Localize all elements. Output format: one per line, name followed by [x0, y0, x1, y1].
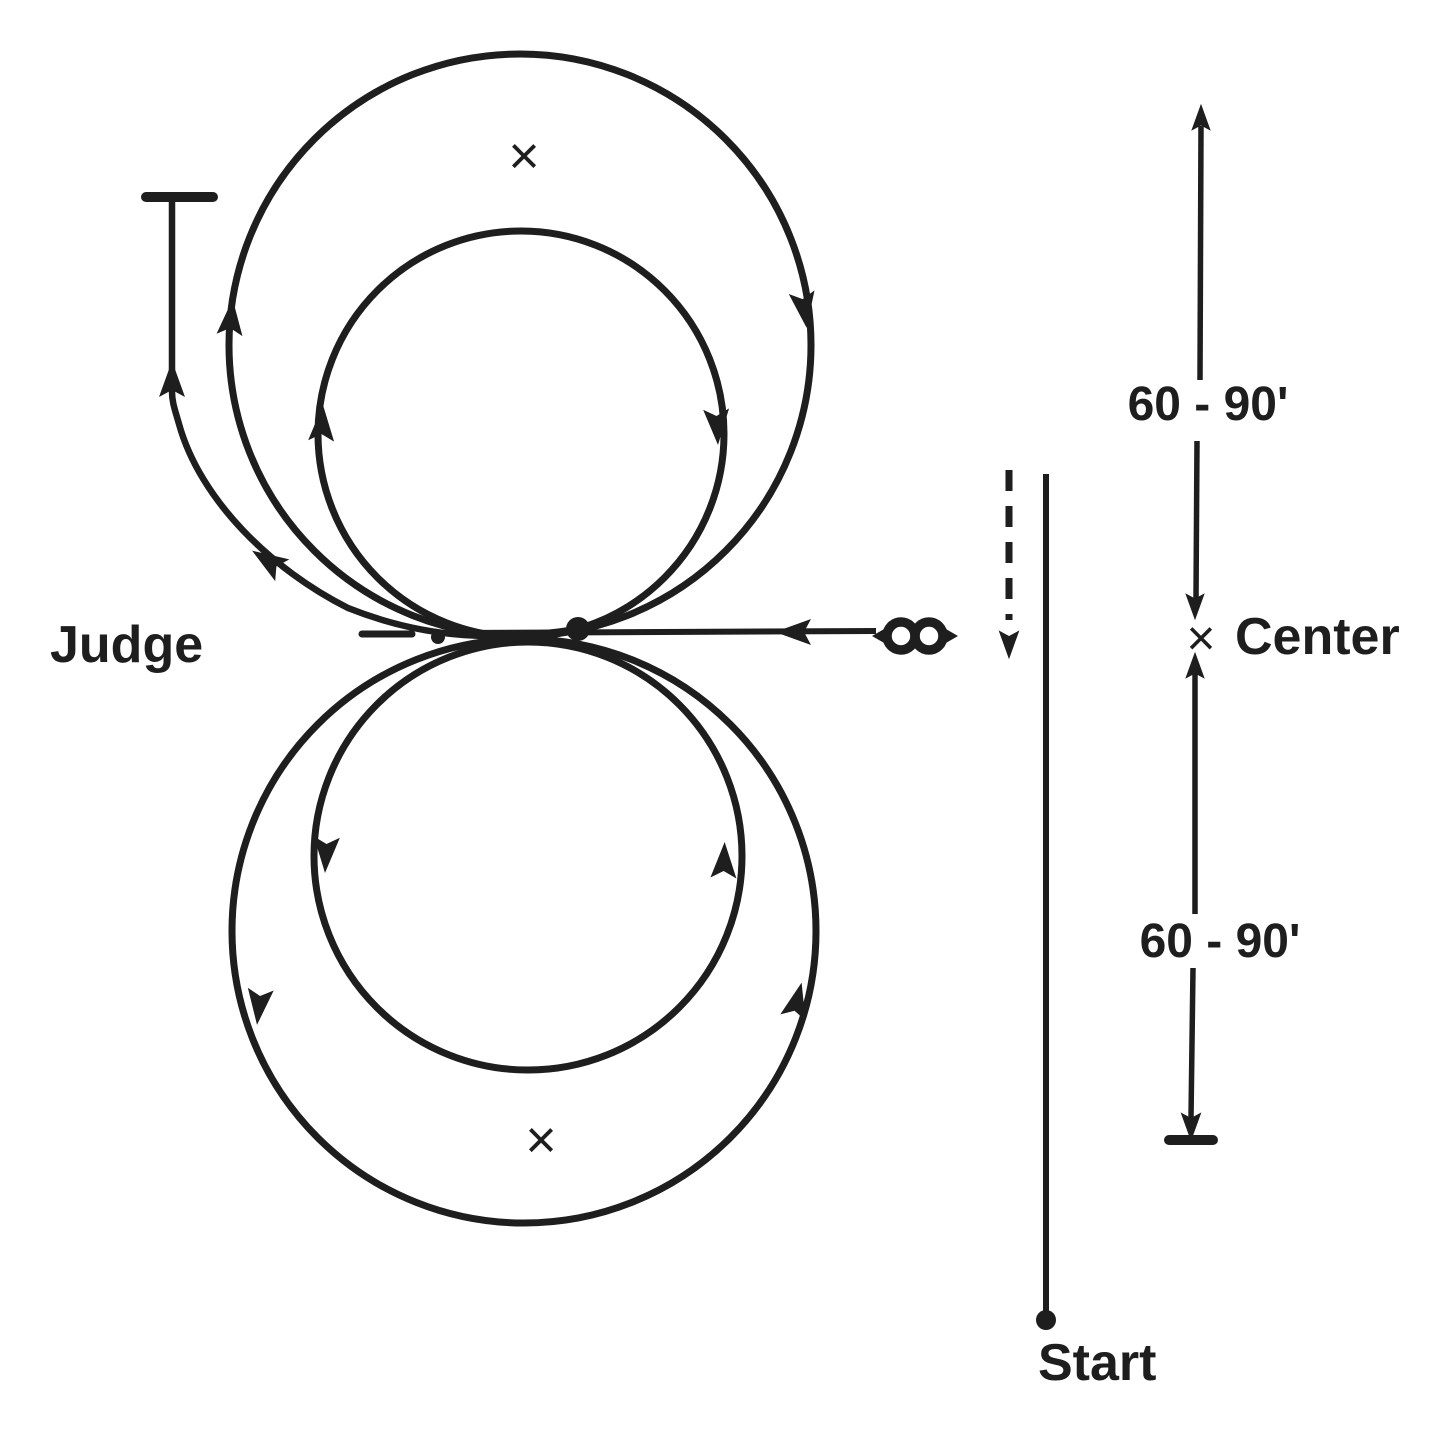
direction-arrow-entry-line — [775, 619, 811, 645]
top-inner-circle — [314, 227, 728, 641]
direction-arrow-exit-curve — [252, 550, 290, 582]
bottom-inner-circle — [310, 638, 746, 1074]
bottom-circle-x-marker: × — [525, 1110, 557, 1170]
direction-arrow-bottom-inner-left — [313, 836, 340, 873]
direction-arrow-bottom-outer-left — [247, 987, 274, 1025]
top-distance-label: 60 - 90' — [1128, 378, 1289, 431]
pattern-labels: Judge Start Center × × × 60 - 90' 60 - 9… — [50, 126, 1400, 1392]
bottom-distance-arrow-up — [1185, 651, 1205, 679]
bottom-distance-arrow-down — [1180, 1112, 1202, 1142]
bottom-distance-line-lower — [1188, 967, 1196, 1119]
horse-and-rider-icon — [939, 625, 958, 647]
direction-arrow-top-outer-right — [788, 290, 815, 328]
judge-label: Judge — [50, 616, 203, 674]
center-x-marker: × — [1186, 610, 1215, 666]
direction-arrow-top-inner-right — [703, 408, 730, 445]
center-label: Center — [1235, 608, 1400, 666]
entry-line — [454, 628, 877, 636]
direction-arrow-top-inner-left — [308, 405, 335, 442]
bottom-distance-label: 60 - 90' — [1140, 915, 1301, 968]
top-distance-line-lower — [1193, 440, 1200, 600]
junction-side-dot — [431, 630, 445, 644]
direction-arrow-bottom-inner-right — [710, 842, 737, 879]
top-distance-arrow-up — [1191, 103, 1211, 131]
direction-arrow-exit-line — [159, 361, 185, 397]
horse-and-rider-icon — [910, 617, 948, 655]
start-label: Start — [1038, 1334, 1156, 1392]
top-distance-line-upper — [1197, 125, 1204, 381]
top-distance-arrow-down — [1185, 593, 1205, 621]
direction-arrow-top-outer-left — [216, 299, 243, 337]
direction-arrow-bottom-outer-right — [780, 982, 806, 1021]
top-circle-x-marker: × — [508, 126, 540, 186]
pattern-strokes — [141, 50, 1218, 1318]
horse-and-rider-icon — [872, 625, 891, 647]
start-dot — [1036, 1310, 1056, 1330]
direction-arrow-stop-dashed — [998, 630, 1020, 660]
pattern-fills — [159, 103, 1211, 1330]
center-junction-dot — [566, 617, 590, 641]
